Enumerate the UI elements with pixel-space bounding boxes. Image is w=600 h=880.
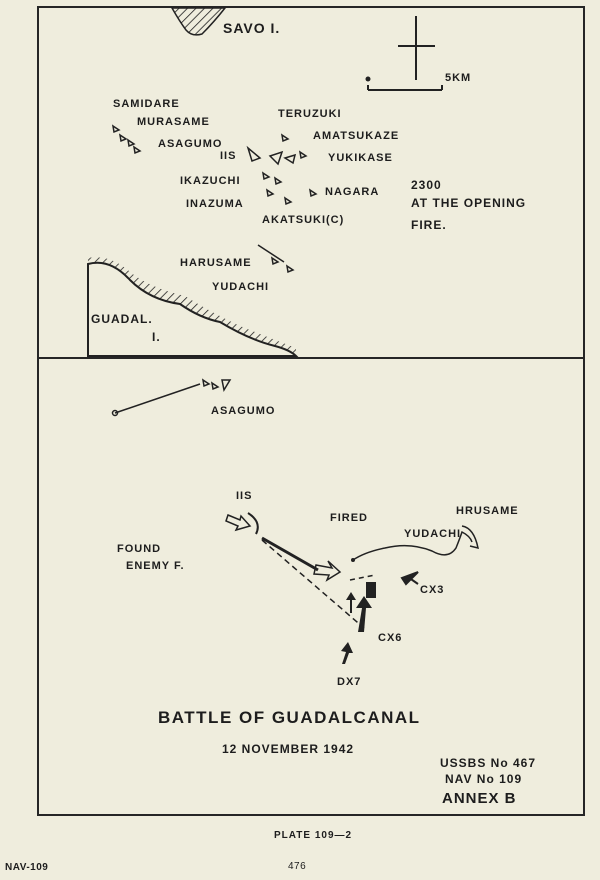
label-nagara: NAGARA (325, 186, 380, 198)
nav-code: NAV-109 (5, 862, 49, 873)
map-date: 12 NOVEMBER 1942 (222, 742, 355, 756)
page-number: 476 (288, 861, 307, 872)
label-time-line1: 2300 (411, 178, 442, 192)
label-amatsukaze: AMATSUKAZE (313, 130, 400, 142)
fired-arrow-icon (313, 560, 342, 582)
label-harusame: HARUSAME (180, 257, 252, 269)
ship-markers-top (111, 124, 318, 274)
label-yudachi-bottom: YUDACHI (404, 528, 462, 540)
label-iis-top: IIS (220, 150, 237, 162)
label-fired: FIRED (330, 512, 368, 524)
scale-bar-icon (365, 76, 443, 91)
enemy-track (352, 530, 473, 561)
panel-divider (37, 357, 585, 359)
label-guadal-line1: GUADAL. (91, 312, 153, 326)
ship-markers-bottom (201, 378, 232, 393)
dx7-arrow-icon (341, 642, 353, 664)
annex-label: ANNEX B (442, 790, 517, 807)
cx-square-icon (366, 582, 376, 598)
label-murasame: MURASAME (137, 116, 210, 128)
savo-island-shape (170, 7, 227, 36)
label-guadal-line2: I. (152, 330, 161, 344)
iis-arrow-icon (225, 513, 252, 532)
small-arrow-1 (346, 592, 356, 613)
cx6-arrow-icon (356, 596, 372, 632)
label-found-line2: ENEMY F. (126, 560, 185, 572)
label-time-line2: AT THE OPENING (411, 196, 527, 210)
map-title: BATTLE OF GUADALCANAL (158, 708, 421, 727)
label-savo-island: SAVO I. (223, 20, 281, 36)
label-teruzuki: TERUZUKI (278, 108, 342, 120)
label-hrusame: HRUSAME (456, 505, 519, 517)
asagumo-track (114, 383, 201, 414)
label-yukikase: YUKIKASE (328, 152, 393, 164)
label-found-line1: FOUND (117, 543, 162, 555)
label-time-line3: FIRE. (411, 218, 447, 232)
label-ikazuchi: IKAZUCHI (180, 175, 241, 187)
label-yudachi-top: YUDACHI (212, 281, 270, 293)
label-scale: 5KM (445, 72, 472, 84)
label-cx3: CX3 (420, 584, 445, 596)
label-iis-bottom: IIS (236, 490, 253, 502)
label-samidare: SAMIDARE (113, 98, 180, 110)
label-akatsuki: AKATSUKI(C) (262, 214, 345, 226)
ref-nav: NAV No 109 (445, 772, 523, 786)
cx3-arrow-icon (400, 571, 419, 586)
label-inazuma: INAZUMA (186, 198, 244, 210)
north-arrow-icon (398, 16, 435, 80)
label-asagumo-top: ASAGUMO (158, 138, 223, 150)
label-cx6: CX6 (378, 632, 403, 644)
label-dx7: DX7 (337, 676, 362, 688)
ref-ussbs: USSBS No 467 (440, 756, 537, 770)
map-frame (37, 6, 585, 816)
plate-label: PLATE 109—2 (274, 830, 353, 841)
label-asagumo-bottom: ASAGUMO (211, 405, 276, 417)
